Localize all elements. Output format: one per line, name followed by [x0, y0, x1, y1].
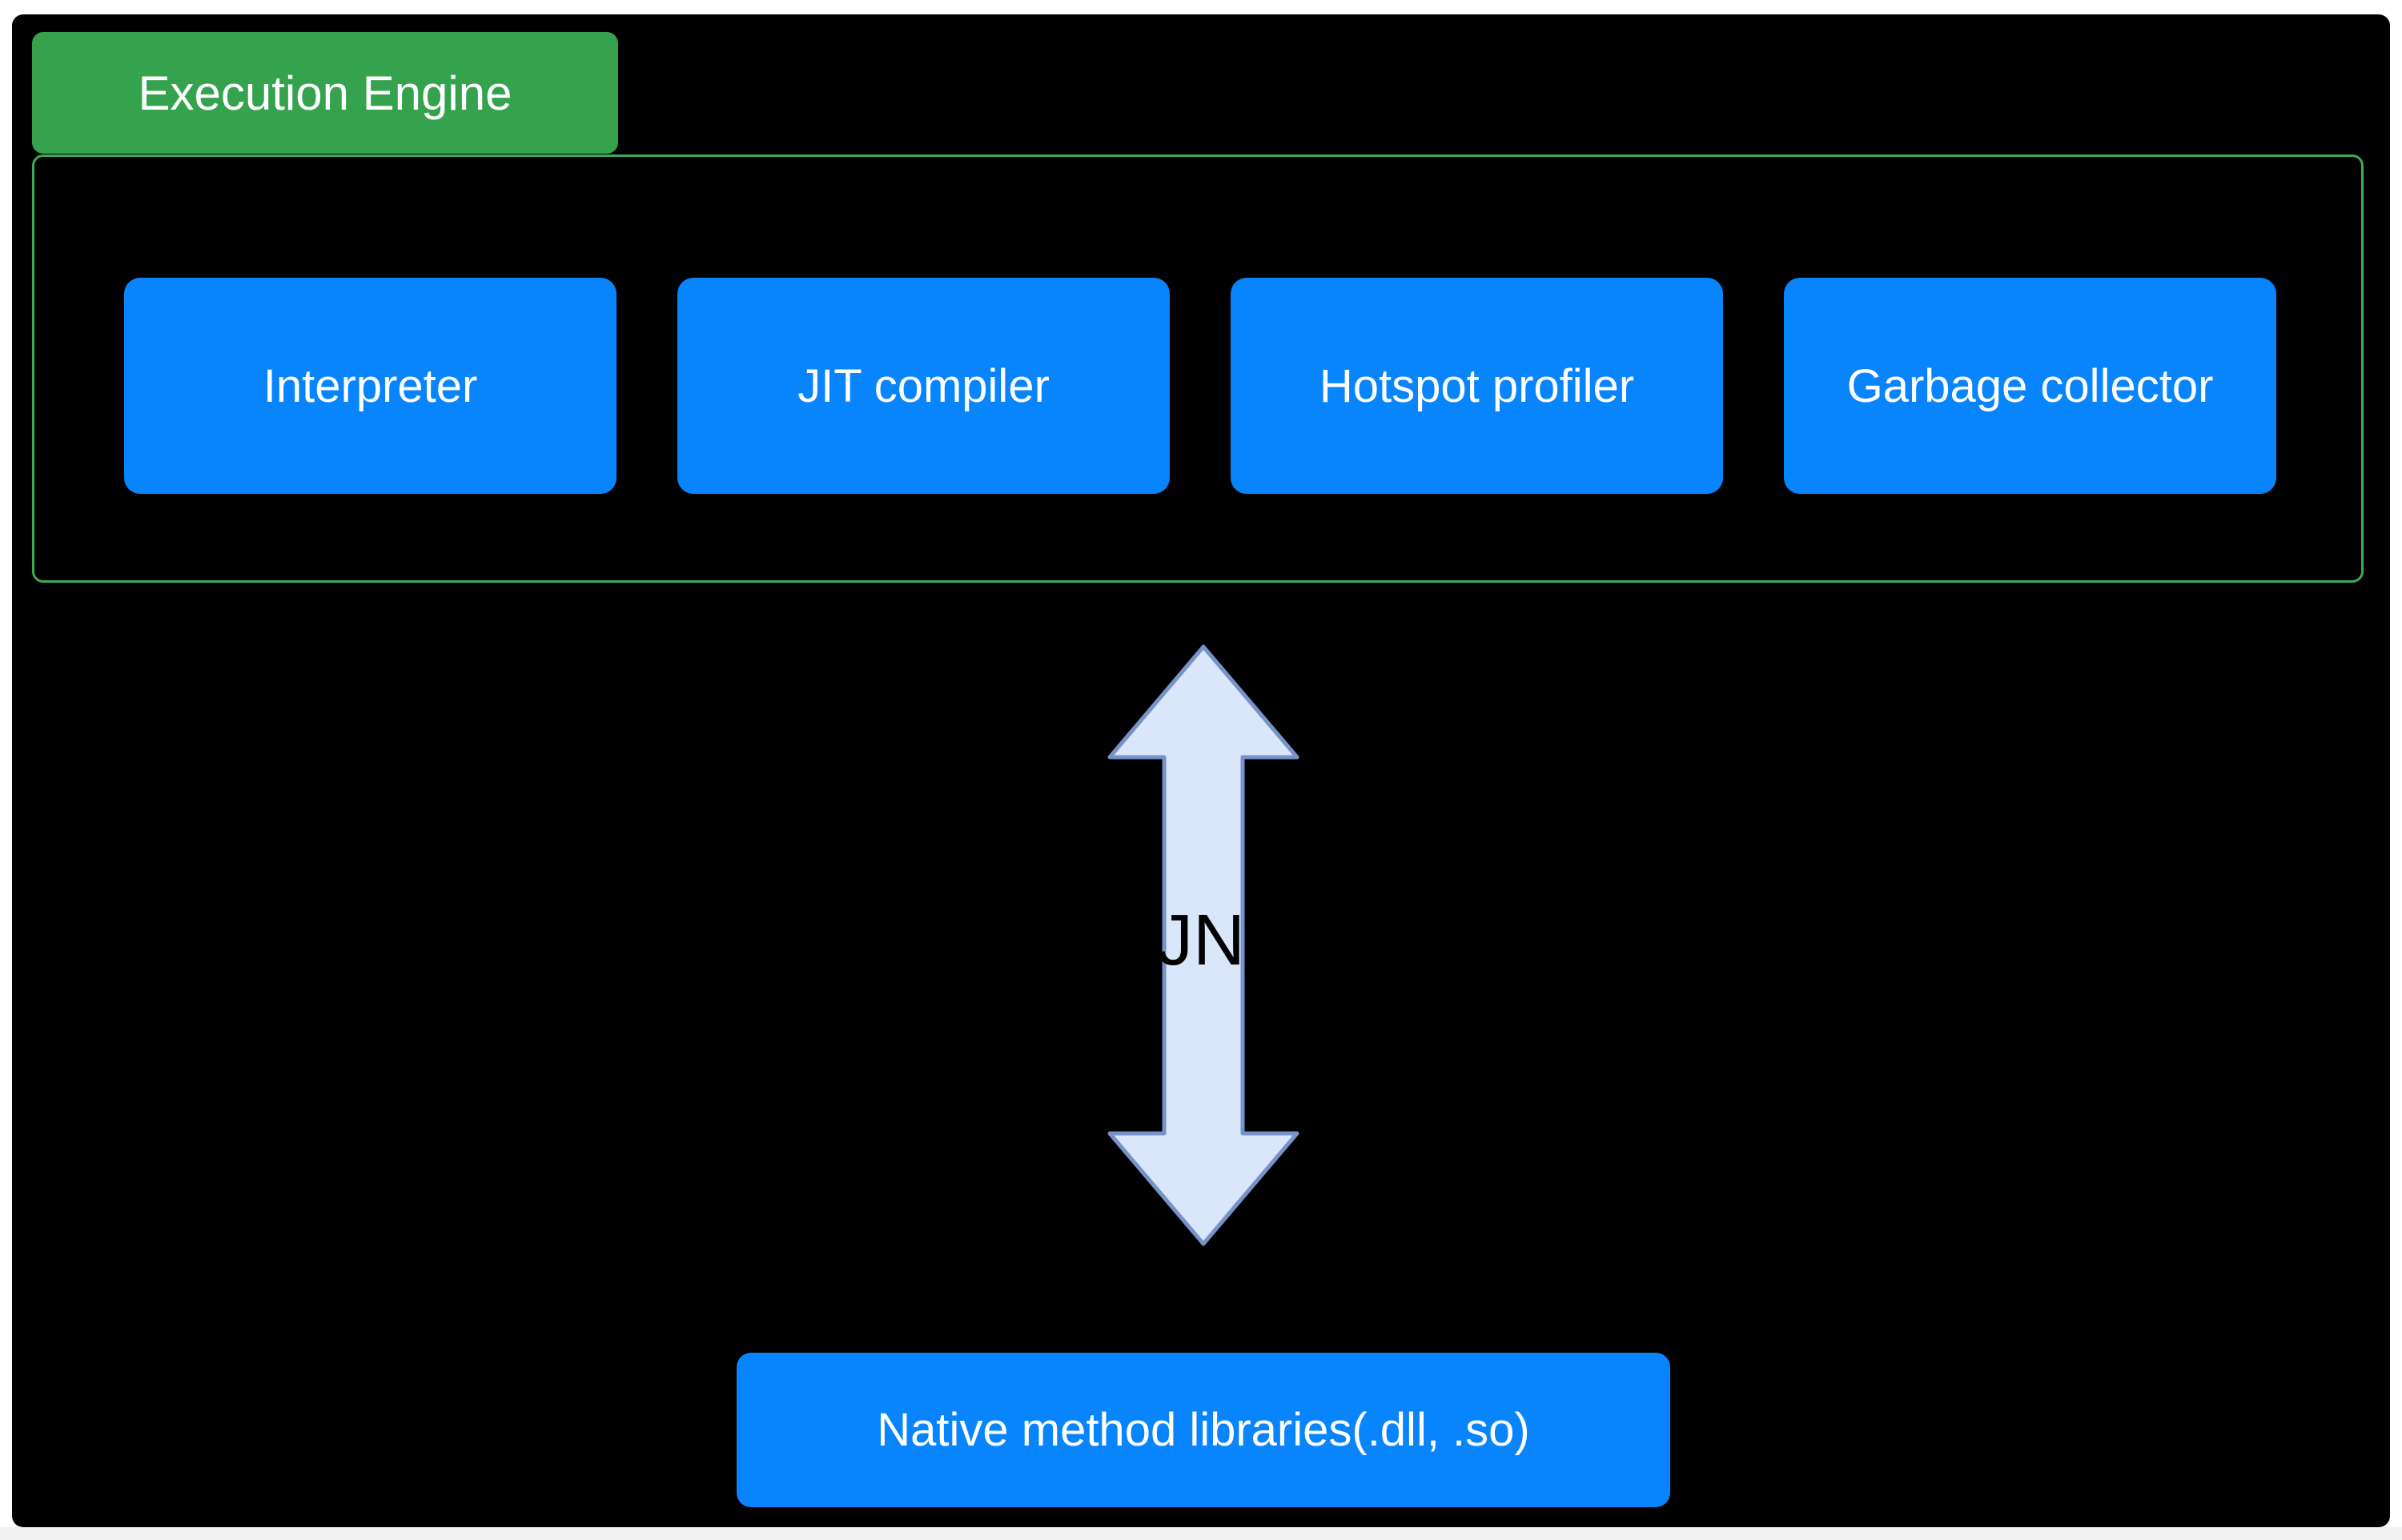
native-method-libraries-label: Native method libraries(.dll, .so): [877, 1404, 1530, 1456]
execution-engine-title: Execution Engine: [138, 66, 512, 120]
component-jit-compiler: JIT compiler: [677, 278, 1170, 494]
component-interpreter-label: Interpreter: [263, 359, 478, 412]
native-method-libraries-box: Native method libraries(.dll, .so): [737, 1353, 1670, 1507]
execution-engine-title-box: Execution Engine: [32, 32, 618, 154]
jni-label: JN: [1157, 900, 1245, 981]
diagram-canvas: Execution Engine Interpreter JIT compile…: [12, 14, 2390, 1527]
component-interpreter: Interpreter: [124, 278, 617, 494]
component-garbage-collector: Garbage collector: [1784, 278, 2276, 494]
frame-bottom-strip: [0, 1527, 2402, 1540]
component-hotspot-profiler: Hotspot profiler: [1231, 278, 1723, 494]
execution-engine-container: [32, 154, 2364, 583]
double-arrow-icon: [1107, 644, 1299, 1246]
component-garbage-collector-label: Garbage collector: [1846, 359, 2214, 412]
component-hotspot-profiler-label: Hotspot profiler: [1319, 359, 1635, 412]
component-jit-compiler-label: JIT compiler: [797, 359, 1050, 412]
